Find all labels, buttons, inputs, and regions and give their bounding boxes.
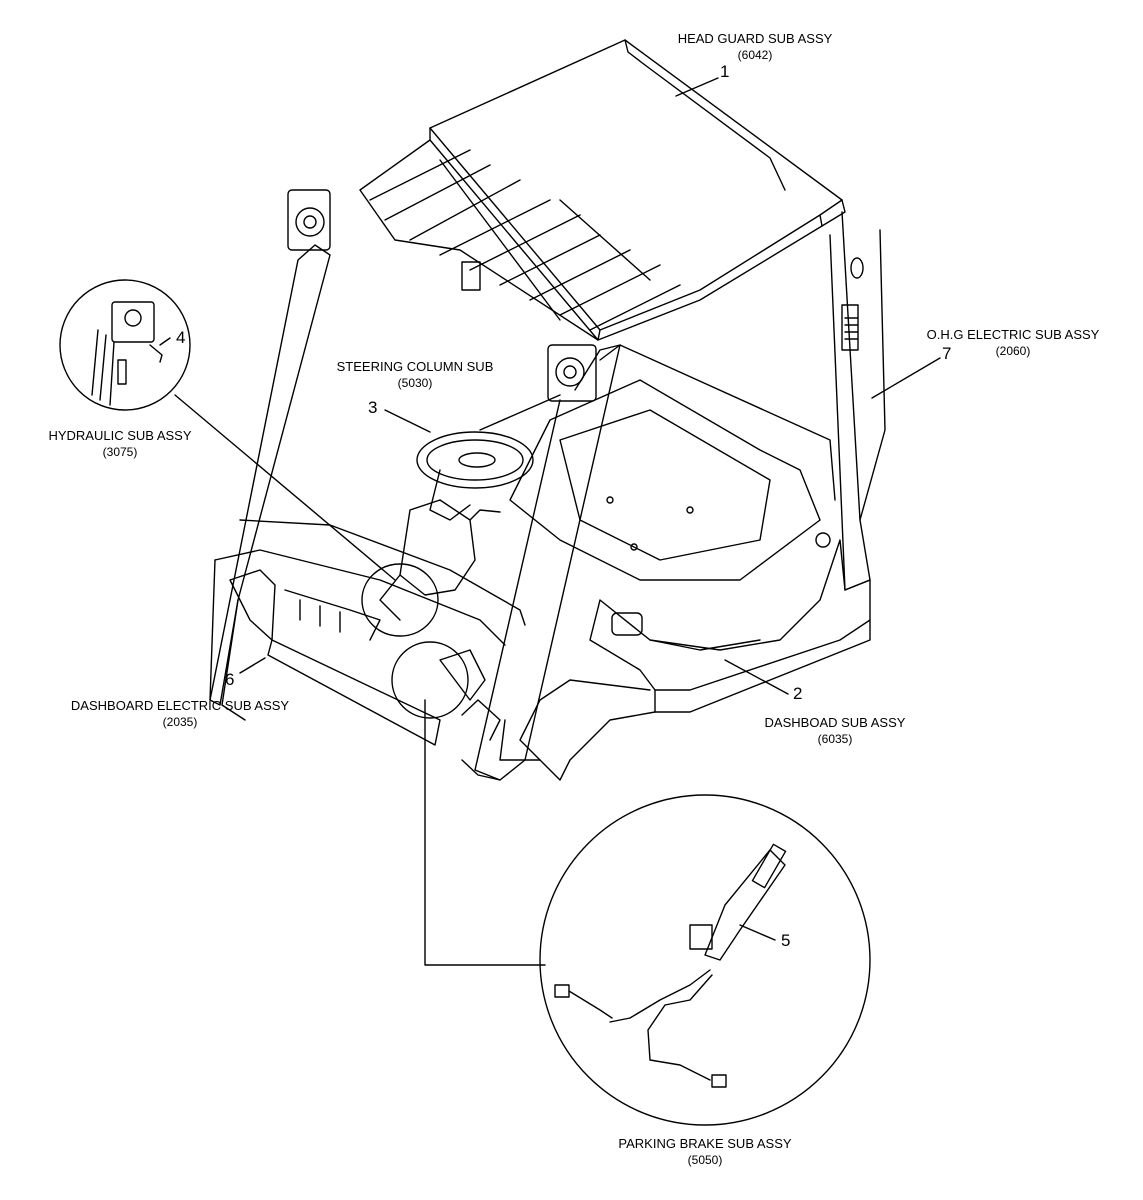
callout-7: 7 xyxy=(942,344,952,363)
leader-7 xyxy=(871,357,941,399)
body-knob xyxy=(815,532,831,548)
hydraulic-leader-line xyxy=(174,394,396,581)
callout-5: 5 xyxy=(781,931,791,950)
steering-column xyxy=(379,431,534,621)
parking-brake-detail xyxy=(424,699,871,1126)
left-cutout xyxy=(229,569,276,641)
label-dashboard-electric: DASHBOARD ELECTRIC SUB ASSY(2035) xyxy=(70,698,290,729)
callout-2: 2 xyxy=(793,684,803,703)
parking-brake-location-ring xyxy=(361,563,469,719)
front-dash-panel xyxy=(209,519,526,746)
left-front-pillar xyxy=(209,189,331,721)
parking-brake-leader xyxy=(424,699,546,966)
leader-3 xyxy=(384,409,431,433)
label-head-guard: HEAD GUARD SUB ASSY(6042) xyxy=(677,31,833,62)
callout-1: 1 xyxy=(720,62,730,81)
head-guard-roof xyxy=(359,39,846,341)
roof-bracket xyxy=(461,261,481,291)
callout-4: 4 xyxy=(176,328,186,347)
leader-4 xyxy=(159,337,171,346)
callout-6: 6 xyxy=(225,670,235,689)
label-steering: STEERING COLUMN SUB(5030) xyxy=(336,359,494,390)
label-hydraulic: HYDRAULIC SUB ASSY(3075) xyxy=(48,428,192,459)
hydraulic-detail-bubble xyxy=(59,279,396,581)
body-vent xyxy=(611,612,643,636)
label-parking-brake: PARKING BRAKE SUB ASSY(5050) xyxy=(618,1136,792,1167)
label-dashboard: DASHBOAD SUB ASSY(6035) xyxy=(764,715,906,746)
callout-3: 3 xyxy=(368,398,378,417)
right-front-pillar xyxy=(461,344,621,781)
rear-right-pillar xyxy=(829,211,886,591)
dashboard-body xyxy=(479,344,871,781)
leader-6 xyxy=(239,657,266,674)
roof-grille xyxy=(359,139,681,341)
leader-1 xyxy=(675,77,719,97)
leader-5 xyxy=(739,924,776,941)
leader-2 xyxy=(724,659,789,695)
label-ohg-electric: O.H.G ELECTRIC SUB ASSY(2060) xyxy=(926,327,1100,358)
